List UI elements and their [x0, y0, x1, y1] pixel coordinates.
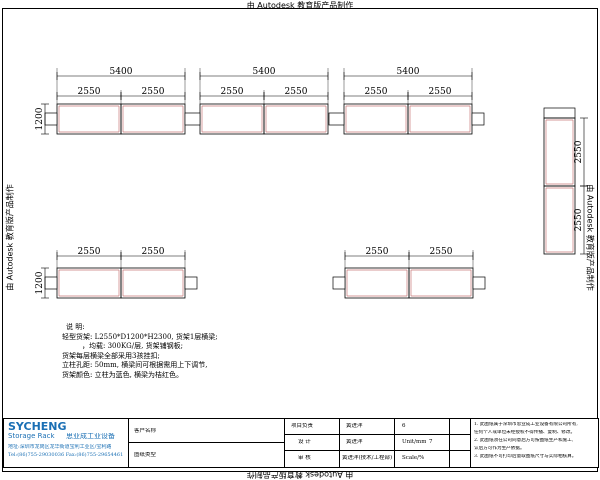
- scale-label: Scale/%: [402, 455, 425, 461]
- legal-note: 3. 此图纸不可打印后量取图纸尺寸与实际相核算。: [474, 454, 577, 459]
- divider: [339, 419, 340, 467]
- rack-end-post: [471, 112, 485, 126]
- notes-line: 轻型货架: L2550*D1200*H2300, 货架1层横梁;: [62, 332, 218, 341]
- notes-heading: 说 明:: [66, 323, 85, 331]
- divider: [284, 450, 470, 451]
- rack-bay: [543, 185, 576, 255]
- dimension-label: 2550: [285, 87, 308, 97]
- rack-end-post: [543, 107, 576, 119]
- rack-bay: [56, 267, 122, 299]
- watermark-bottom: 由 Autodesk 教育版产品制作: [246, 470, 354, 479]
- rack-bay: [120, 267, 186, 299]
- dimension-label: 2550: [429, 87, 452, 97]
- designer: 黄进洋: [346, 439, 363, 445]
- brand-cn: 思业成工业设备: [66, 433, 115, 440]
- notes-line: ，均载: 300KG/层, 货架铺钢板;: [82, 342, 183, 351]
- dimension-label: 5400: [253, 67, 276, 77]
- legal-note: 2. 此图纸须在公司同意后方可按图纸生产和施工,: [474, 438, 574, 443]
- dimension-label: 5400: [110, 67, 133, 77]
- rack-bay: [344, 267, 410, 299]
- rack-bay: [543, 117, 576, 187]
- legal-note: 任何个人或单位未经授权不得传播、复制、修改。: [474, 430, 576, 435]
- divider: [284, 419, 285, 467]
- rack-bay: [56, 103, 122, 135]
- divider: [449, 419, 450, 467]
- dimension-label: 2550: [221, 87, 244, 97]
- rack-end-post: [44, 276, 58, 290]
- dimension-label: 5400: [397, 67, 420, 77]
- rack-end-post: [44, 112, 58, 126]
- divider: [128, 442, 284, 443]
- watermark-left: 由 Autodesk 教育版产品制作: [5, 184, 15, 291]
- title-block: SYCHENG Storage Rack 思业成工业设备 地址:深圳市龙岗区龙华…: [3, 418, 599, 468]
- notes-line: 货架颜色: 立柱为蓝色, 横梁为桔红色。: [62, 370, 184, 379]
- legal-note: 1. 此图纸属于深圳市思业成工业设备有限公司所有,: [474, 422, 578, 427]
- notes-block: 说 明: 轻型货架: L2550*D1200*H2300, 货架1层横梁; ，均…: [62, 323, 218, 381]
- rack-bay: [407, 103, 473, 135]
- dimension-label: 1200: [35, 271, 45, 294]
- dimension-label: 2550: [430, 247, 453, 257]
- checker: 黄进洋(技术/工程部): [342, 455, 393, 461]
- rack-end-post: [184, 276, 198, 290]
- brand-sub: Storage Rack: [8, 433, 55, 440]
- dimension-label: 2550: [142, 247, 165, 257]
- rack-end-post: [184, 112, 201, 126]
- dimension-label: 2550: [365, 87, 388, 97]
- rack-bay: [343, 103, 409, 135]
- notes-line: 立柱孔距: 50mm, 横梁间可根据需用上下调节,: [62, 361, 208, 370]
- company-address: 地址:深圳市龙岗区龙华街道宝利工业区/宝利路: [8, 444, 112, 450]
- dimension-label: 2550: [142, 87, 165, 97]
- rack-bay: [120, 103, 186, 135]
- divider: [470, 419, 471, 467]
- rack-end-post: [332, 276, 346, 290]
- design-label: 设 计: [298, 439, 311, 445]
- watermark-top: 由 Autodesk 教育版产品制作: [246, 1, 354, 10]
- check-label: 审 核: [298, 455, 311, 461]
- drawn-by: 黄进洋: [346, 423, 363, 429]
- units-label: Unit/mm: [402, 439, 427, 445]
- notes-line: 货架每层横梁全部采用3孩挂扣;: [62, 351, 160, 360]
- dimension-label: 2550: [366, 247, 389, 257]
- company-contact: Tel:(86)755-29030036 Fax:(86)755-2965446…: [8, 452, 124, 458]
- rack-bay: [263, 103, 329, 135]
- divider: [394, 419, 395, 467]
- sheet-number: 6: [402, 423, 406, 429]
- dimension-label: 2550: [574, 208, 584, 231]
- dimension-label: 2550: [574, 140, 584, 163]
- legal-note: 认后方可作为生产依据。: [474, 446, 525, 451]
- brand-name: SYCHENG: [8, 421, 67, 433]
- divider: [284, 434, 470, 435]
- divider: [128, 419, 129, 467]
- dimension-label: 2550: [78, 247, 101, 257]
- rack-bay: [408, 267, 474, 299]
- watermark-right: 由 Autodesk 教育版产品制作: [585, 184, 595, 291]
- rack-bay: [199, 103, 265, 135]
- dimension-label: 1200: [35, 107, 45, 130]
- rack-end-post: [472, 276, 486, 290]
- lead-label: 项目负责: [291, 423, 314, 429]
- drawing-border: [2, 8, 598, 472]
- page-number: 7: [429, 439, 433, 445]
- project-type-label: 图纸类型: [134, 452, 157, 458]
- rack-end-post: [328, 112, 345, 126]
- dimension-label: 2550: [78, 87, 101, 97]
- client-label: 客户名称: [134, 428, 157, 434]
